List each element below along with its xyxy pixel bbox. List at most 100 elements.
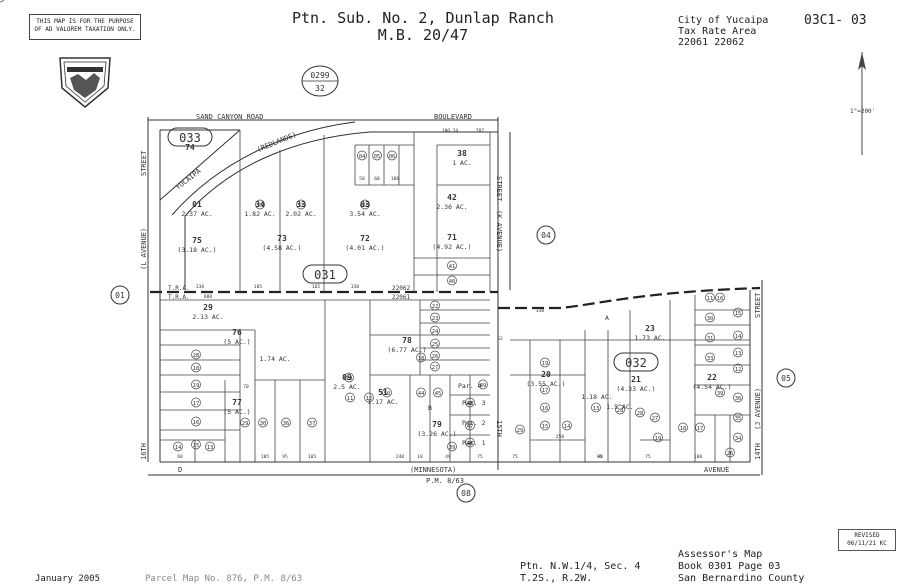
parcel-circle bbox=[478, 379, 488, 390]
dimension-label: 330 bbox=[196, 284, 204, 290]
small-parcel-number: 30 bbox=[260, 421, 267, 427]
revised-date: 06/11/21 KC bbox=[847, 540, 887, 547]
small-parcel-number: 14 bbox=[735, 334, 742, 340]
small-parcel-number: 14 bbox=[175, 445, 182, 451]
parcel-area: (3.55 AC.) bbox=[526, 380, 565, 388]
city-name: City of Yucaipa bbox=[678, 15, 769, 26]
footer-date: January 2005 bbox=[35, 574, 101, 584]
dimension-label: 75 bbox=[477, 454, 483, 460]
small-parcel-number: 29 bbox=[517, 428, 524, 434]
small-parcel-number: 11 bbox=[347, 396, 354, 402]
parcel-circle bbox=[255, 199, 265, 210]
revised-label: REVISED bbox=[854, 532, 880, 539]
dimension-label: 180 bbox=[391, 176, 399, 182]
small-parcel-number: 11 bbox=[707, 296, 714, 302]
small-parcel-number: 23 bbox=[432, 316, 439, 322]
street-avenue: AVENUE bbox=[704, 466, 729, 474]
parcel-area: (4.58 AC.) bbox=[262, 244, 301, 252]
parcel-circle bbox=[191, 397, 201, 408]
parcel-number: 01 bbox=[192, 200, 202, 209]
small-parcel-number: 46 bbox=[467, 441, 474, 447]
parcel-circle bbox=[430, 350, 440, 361]
parcel-circle bbox=[733, 347, 743, 358]
dimension-label: 70 bbox=[243, 384, 249, 390]
parcel-area: (3.18 AC.) bbox=[177, 246, 216, 254]
footer-ptn-line-2: T.2S., R.2W. bbox=[520, 573, 593, 584]
parcel-circle bbox=[733, 330, 743, 341]
notice-line-1: THIS MAP IS FOR THE PURPOSE bbox=[36, 18, 134, 25]
parcel-area: 2.36 AC. bbox=[436, 203, 467, 211]
parcel-circle bbox=[344, 372, 354, 383]
dimension-label: 250 bbox=[556, 434, 564, 440]
parcel-circle bbox=[733, 307, 743, 318]
parcel-circle bbox=[733, 432, 743, 443]
small-parcel-number: 50 bbox=[384, 391, 391, 397]
page-ref-04-circle bbox=[536, 225, 556, 245]
revised-box: REVISED 06/11/21 KC bbox=[838, 529, 896, 551]
small-parcel-number: 15 bbox=[735, 311, 742, 317]
page-ref-01-circle bbox=[110, 285, 130, 305]
street-yucaipa: YUCAIPA bbox=[174, 167, 203, 192]
parcel-circle bbox=[650, 412, 660, 423]
scale-label: 1"=200' bbox=[850, 108, 875, 115]
parcel-circle bbox=[562, 420, 572, 431]
small-parcel-number: 33 bbox=[707, 356, 714, 362]
parcel-circle bbox=[635, 407, 645, 418]
dimension-label: 105 bbox=[308, 454, 316, 460]
page-number: 32 bbox=[315, 84, 325, 93]
dimension-label: 185 bbox=[261, 454, 269, 460]
parcel-number: 03 bbox=[360, 200, 370, 209]
parcel-circle bbox=[465, 397, 475, 408]
par-label: Par. 3 bbox=[462, 399, 486, 407]
tax-rate-numbers: 22061 22062 bbox=[678, 37, 745, 48]
small-parcel-number: 04 bbox=[359, 154, 366, 160]
footer-assessor-line-2: Book 0301 Page 03 bbox=[678, 561, 781, 572]
parcel-number: 34 bbox=[255, 200, 265, 209]
map-title: Ptn. Sub. No. 2, Dunlap Ranch M.B. 20/47 bbox=[292, 10, 554, 44]
page-ref-08-circle bbox=[456, 483, 476, 503]
small-parcel-number: 31 bbox=[362, 203, 369, 209]
parcel-area: 2.02 AC. bbox=[285, 210, 316, 218]
footer-ptn: Ptn. N.W.1/4, Sec. 4 T.2S., R.2W. bbox=[520, 561, 640, 585]
small-parcel-number: 15 bbox=[542, 424, 549, 430]
street-minnesota: (MINNESOTA) bbox=[410, 466, 456, 474]
title-line-1: Ptn. Sub. No. 2, Dunlap Ranch bbox=[292, 9, 554, 27]
parcel-circle bbox=[447, 260, 457, 271]
parcel-area: 1.18 AC. bbox=[581, 393, 612, 401]
street-pm: P.M. 8/63 bbox=[426, 477, 464, 485]
small-parcel-number: 26 bbox=[432, 354, 439, 360]
road-lines bbox=[147, 117, 763, 476]
small-parcel-number: 35 bbox=[257, 203, 264, 209]
parcel-area: 1 AC. bbox=[452, 159, 472, 167]
tra-22061: 22061 bbox=[392, 294, 410, 301]
small-parcel-number: 18 bbox=[193, 366, 200, 372]
small-parcel-number: 49 bbox=[480, 383, 487, 389]
parcel-number: 73 bbox=[277, 234, 287, 243]
parcel-circle bbox=[430, 312, 440, 323]
parcel-circle bbox=[705, 292, 715, 303]
dimension-label: 330 bbox=[351, 284, 359, 290]
dimension-label: 165 bbox=[312, 284, 320, 290]
small-parcel-number: 16 bbox=[717, 296, 724, 302]
footer-ptn-line-1: Ptn. N.W.1/4, Sec. 4 bbox=[520, 561, 641, 572]
small-parcel-number: 28 bbox=[637, 411, 644, 417]
small-parcel-number: 06 bbox=[389, 154, 396, 160]
parcel-circle bbox=[430, 300, 440, 311]
small-parcel-number: 05 bbox=[374, 154, 381, 160]
tra-22062: 22062 bbox=[392, 285, 410, 292]
parcel-number: 22 bbox=[707, 373, 717, 382]
small-parcel-number: 32 bbox=[298, 203, 305, 209]
tra-label-a: T.R.A. bbox=[168, 285, 190, 292]
street-14th: 14TH bbox=[754, 443, 762, 460]
parcel-circle bbox=[173, 441, 183, 452]
parcel-area: (4.33 AC.) bbox=[616, 385, 655, 393]
parcel-area: 3.54 AC. bbox=[349, 210, 380, 218]
small-parcel-number: 16 bbox=[193, 420, 200, 426]
parcel-circle bbox=[281, 417, 291, 428]
small-parcel-number: 34 bbox=[735, 436, 742, 442]
parcel-number: 21 bbox=[631, 375, 641, 384]
parcel-number: 51 bbox=[378, 388, 388, 397]
city-info: City of Yucaipa Tax Rate Area 22061 2206… bbox=[678, 15, 768, 48]
